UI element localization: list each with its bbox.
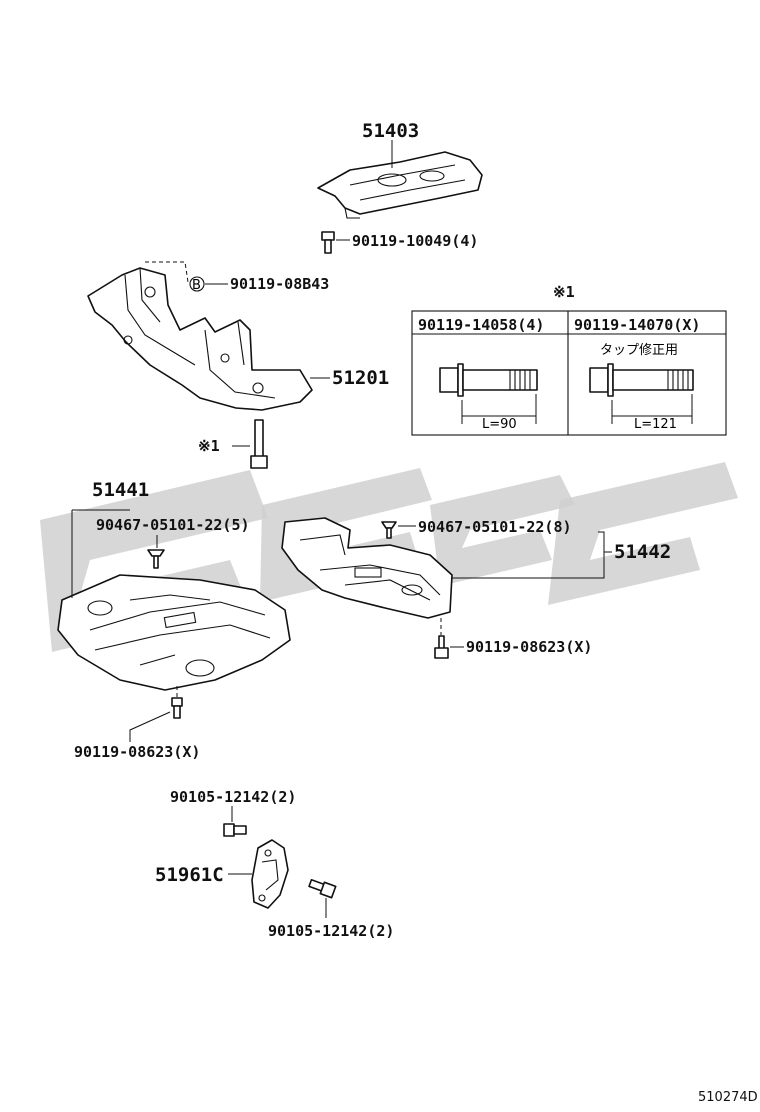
part-51403-bracket (317, 151, 483, 219)
bolt-length-90: L=90 (482, 417, 517, 432)
table-note-mark: ※1 (553, 283, 575, 301)
bolt-length-121: L=121 (634, 417, 677, 432)
table-header-90119-14070: 90119-14070(X) (574, 316, 700, 334)
bolt-90119-08623-right-icon (434, 635, 449, 659)
part-51201-crossmember (87, 261, 313, 411)
part-51961c-bracket (251, 839, 289, 909)
part-number-90119-08623-left: 90119-08623(X) (74, 743, 200, 761)
table-header-90119-14058: 90119-14058(4) (418, 316, 544, 334)
clip-left-icon (147, 549, 165, 569)
part-51441-under-cover (57, 574, 291, 691)
table-note-tap-repair: タップ修正用 (600, 343, 678, 358)
long-bolt-icon (250, 419, 268, 469)
part-number-51442: 51442 (614, 541, 671, 563)
part-number-90119-10049: 90119-10049(4) (352, 232, 478, 250)
part-51442-cover (281, 517, 453, 619)
bolt-marker-b: B (192, 278, 201, 293)
part-number-51403: 51403 (362, 120, 419, 142)
part-number-90467-right: 90467-05101-22(8) (418, 518, 572, 536)
part-number-51961c: 51961C (155, 864, 224, 886)
bolt-spec-table: ※1 90119-14058(4) 90119-14070(X) タップ修正用 … (411, 283, 727, 436)
part-number-90467-left: 90467-05101-22(5) (96, 516, 250, 534)
bolt-90105-top-icon (223, 823, 247, 837)
part-number-51441: 51441 (92, 479, 149, 501)
bolt-90119-08623-left-icon (171, 697, 183, 719)
part-number-90105-top: 90105-12142(2) (170, 788, 296, 806)
part-number-90119-08b43: 90119-08B43 (230, 275, 329, 293)
note-mark-1: ※1 (198, 437, 220, 455)
part-number-90119-08623-right: 90119-08623(X) (466, 638, 592, 656)
clip-right-icon (381, 521, 397, 539)
part-number-51201: 51201 (332, 367, 389, 389)
bolt-90105-bottom-icon (308, 878, 337, 899)
part-number-90105-bottom: 90105-12142(2) (268, 922, 394, 940)
diagram-reference-code: 510274D (698, 1090, 758, 1105)
bolt-90119-10049-icon (321, 231, 335, 254)
